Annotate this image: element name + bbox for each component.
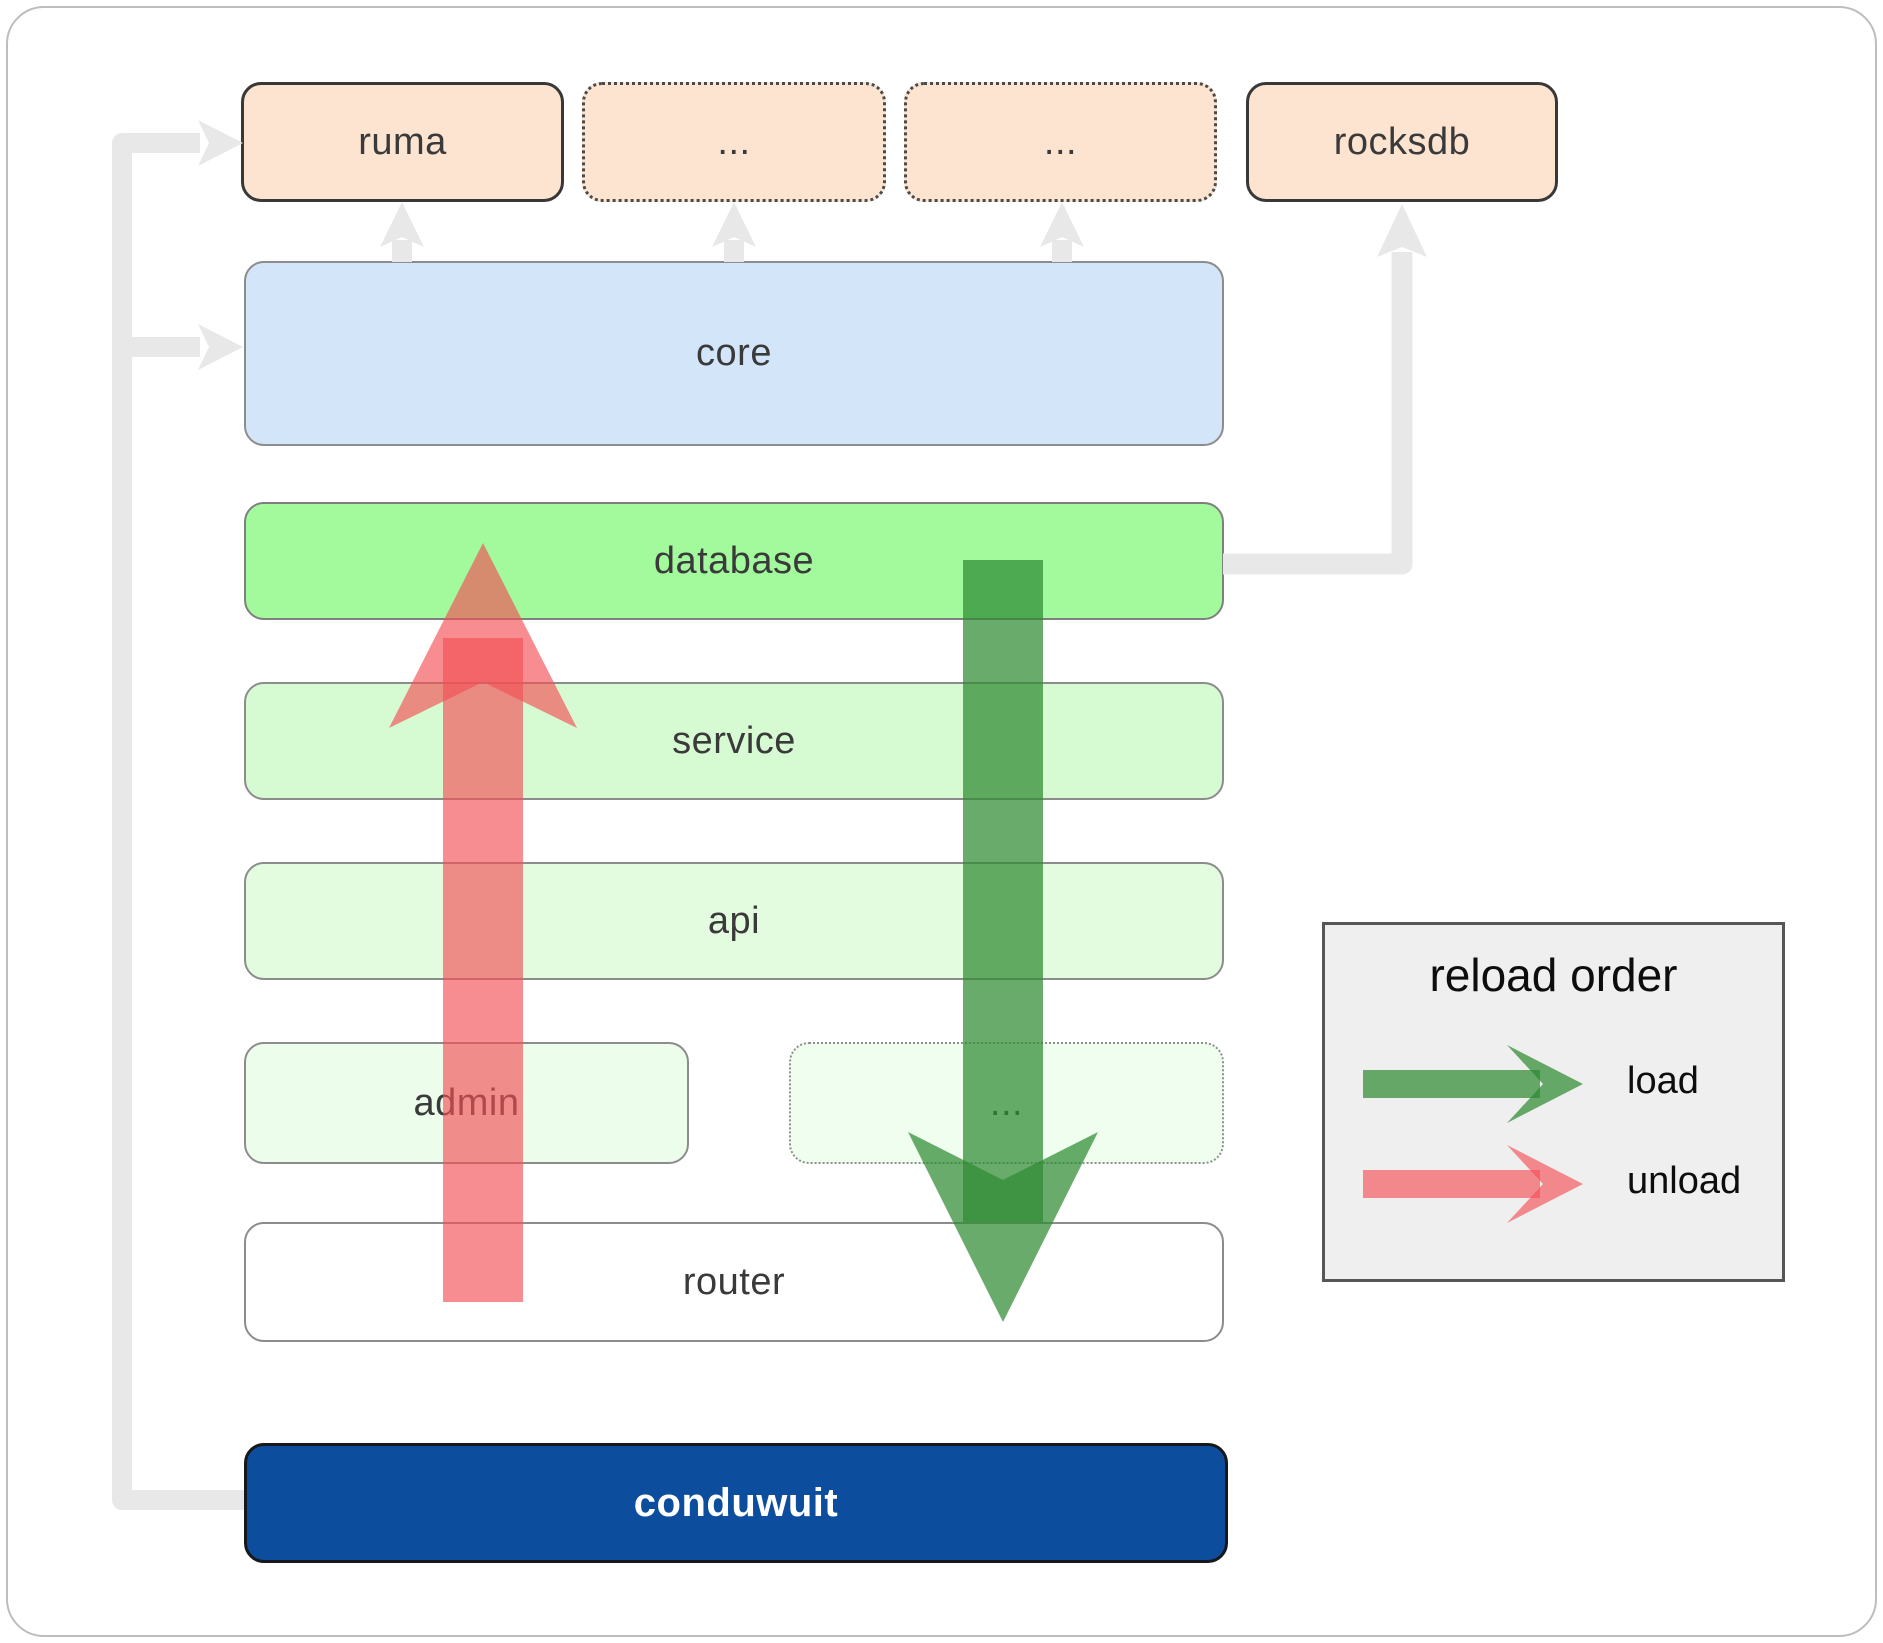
- node-database-label: database: [653, 539, 815, 582]
- node-router: router: [244, 1222, 1224, 1342]
- node-ruma-label: ruma: [358, 120, 447, 163]
- node-rocksdb-label: rocksdb: [1333, 120, 1471, 163]
- node-conduwuit-label: conduwuit: [633, 1480, 839, 1525]
- node-api-label: api: [707, 899, 761, 942]
- legend-load-label: load: [1627, 1060, 1699, 1102]
- node-dependency-ellipsis-2: ...: [904, 82, 1217, 202]
- outer-frame: [6, 6, 1877, 1637]
- node-dependency-ellipsis-2-label: ...: [1043, 120, 1078, 163]
- node-admin: admin: [244, 1042, 689, 1164]
- legend-unload-label: unload: [1627, 1160, 1742, 1202]
- node-service: service: [244, 682, 1224, 800]
- node-ruma: ruma: [241, 82, 564, 202]
- node-api: api: [244, 862, 1224, 980]
- node-dependency-ellipsis-1-label: ...: [717, 120, 751, 163]
- node-service-ellipsis-label: ...: [989, 1081, 1024, 1124]
- legend-title: reload order: [1429, 949, 1678, 1001]
- node-core: core: [244, 261, 1224, 446]
- node-service-label: service: [672, 719, 796, 762]
- node-service-ellipsis: ...: [789, 1042, 1224, 1164]
- node-rocksdb: rocksdb: [1246, 82, 1558, 202]
- node-dependency-ellipsis-1: ...: [582, 82, 886, 202]
- node-conduwuit: conduwuit: [244, 1443, 1228, 1563]
- node-database: database: [244, 502, 1224, 620]
- node-core-label: core: [696, 332, 772, 374]
- node-admin-label: admin: [413, 1081, 520, 1124]
- node-router-label: router: [682, 1260, 786, 1303]
